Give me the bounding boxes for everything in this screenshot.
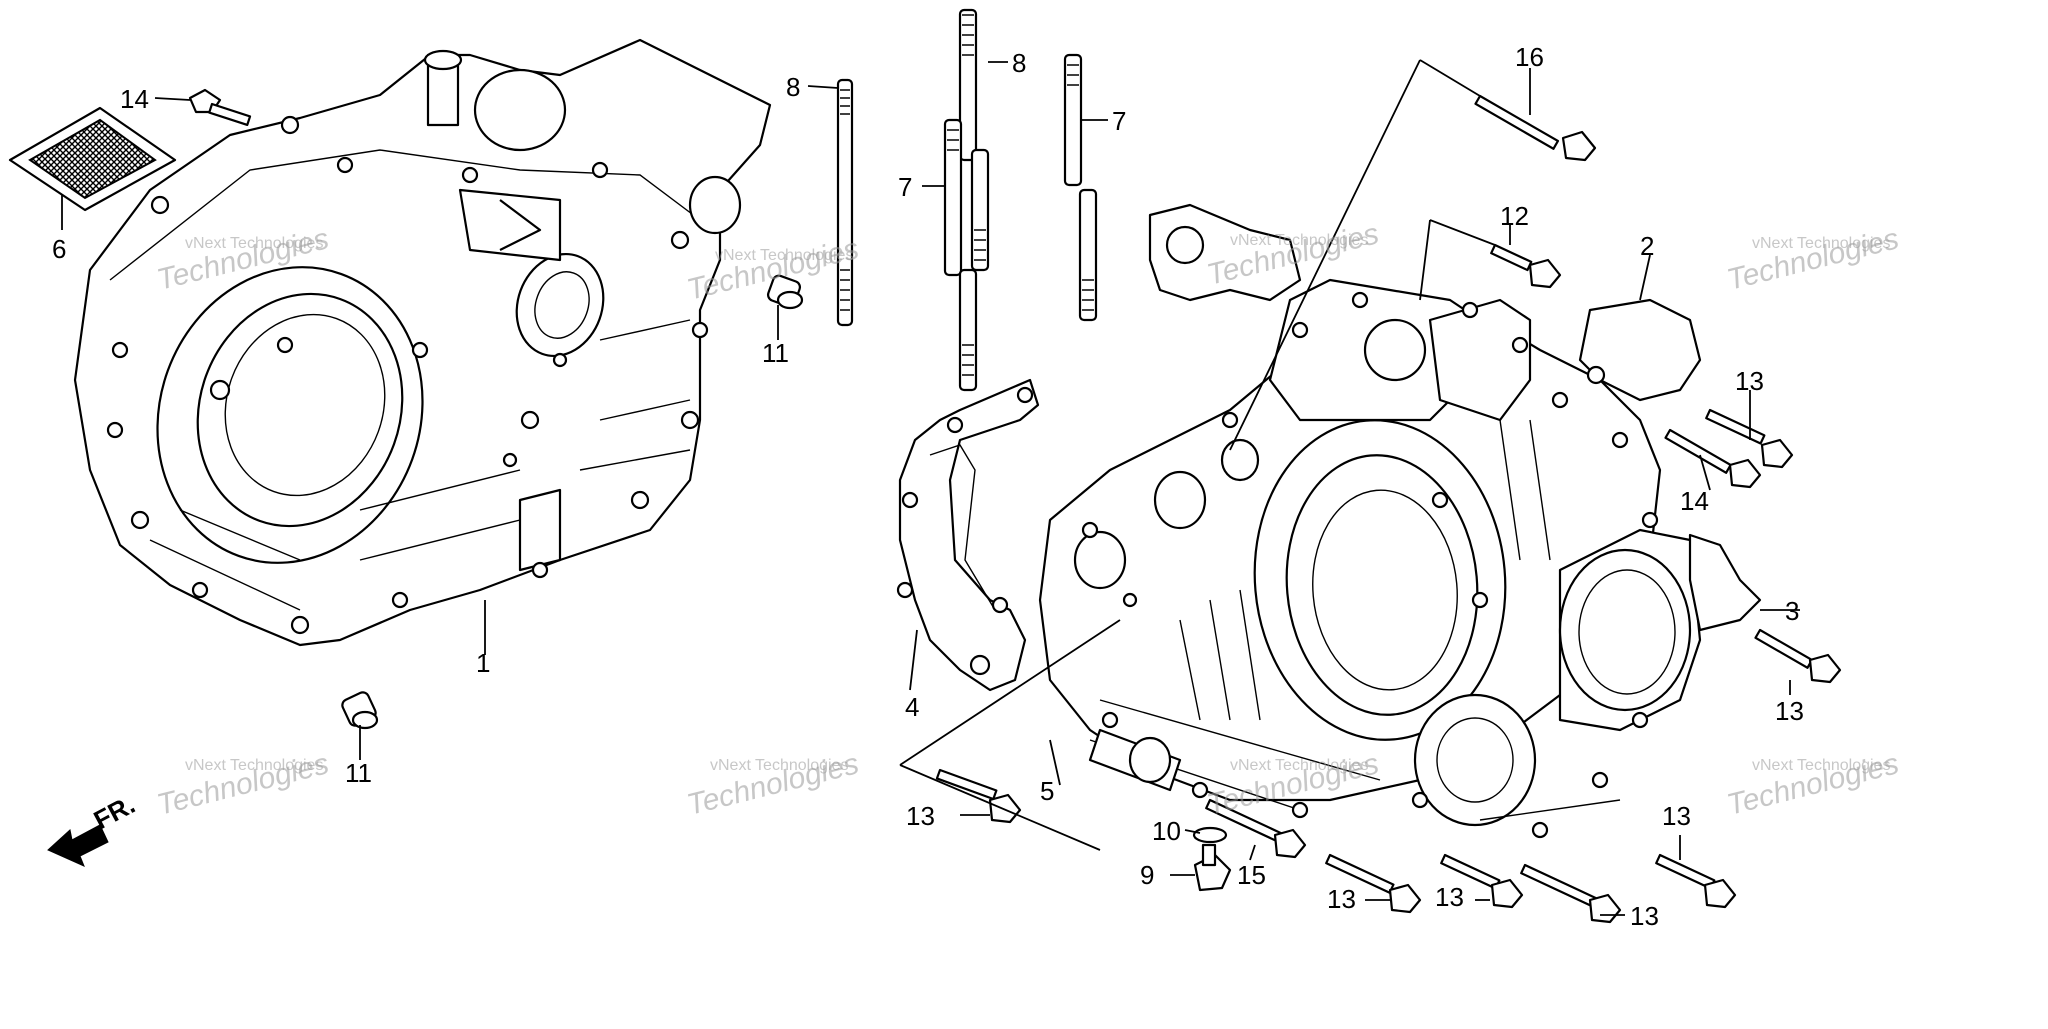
brackets bbox=[1148, 203, 1762, 632]
callout-label: 10 bbox=[1152, 816, 1181, 846]
callout-label: 1 bbox=[476, 648, 490, 678]
callout-label: 13 bbox=[1327, 884, 1356, 914]
watermark-text: vNext Technologies bbox=[1230, 757, 1368, 774]
callout-label: 7 bbox=[898, 172, 912, 202]
leader-lines bbox=[61, 59, 1800, 916]
stud-bolts bbox=[836, 8, 1098, 392]
callout-label: 12 bbox=[1500, 201, 1529, 231]
callout-label: 14 bbox=[1680, 486, 1709, 516]
callout-label: 13 bbox=[1662, 801, 1691, 831]
callout-label: 5 bbox=[1040, 776, 1054, 806]
callout-numbers: 14 6 1 11 11 8 8 7 7 4 5 13 16 12 2 13 1… bbox=[52, 42, 1804, 931]
callout-label: 9 bbox=[1140, 860, 1154, 890]
callout-label: 4 bbox=[905, 692, 919, 722]
callout-label: 7 bbox=[1112, 106, 1126, 136]
callout-label: 16 bbox=[1515, 42, 1544, 72]
right-crankcase bbox=[1038, 278, 1702, 839]
watermark-text: vNext Technologies bbox=[715, 247, 853, 264]
callout-label: 15 bbox=[1237, 860, 1266, 890]
callout-label: 11 bbox=[345, 758, 372, 788]
front-direction-arrow: FR. bbox=[47, 789, 140, 867]
crankcase-gasket bbox=[896, 378, 1040, 692]
dowel-pins bbox=[341, 274, 804, 730]
left-crankcase bbox=[73, 38, 772, 647]
bolts bbox=[935, 94, 1842, 924]
watermark-text: vNext Technologies bbox=[1752, 757, 1890, 774]
callout-label: 13 bbox=[1630, 901, 1659, 931]
screen-filter bbox=[8, 106, 177, 212]
callout-label: 8 bbox=[786, 72, 800, 102]
callout-label: 14 bbox=[120, 84, 149, 114]
callout-label: 13 bbox=[1775, 696, 1804, 726]
watermark-text: vNext Technologies bbox=[710, 757, 848, 774]
callout-label: 6 bbox=[52, 234, 66, 264]
callout-label: 13 bbox=[906, 801, 935, 831]
callout-label: 2 bbox=[1640, 231, 1654, 261]
watermark-text: vNext Technologies bbox=[185, 757, 323, 774]
bolt-14-left bbox=[188, 88, 252, 127]
callout-label: 11 bbox=[762, 338, 789, 368]
watermark-text: vNext Technologies bbox=[1230, 232, 1368, 249]
callout-label: 8 bbox=[1012, 48, 1026, 78]
watermark-text: vNext Technologies bbox=[1752, 235, 1890, 252]
callout-label: 3 bbox=[1785, 596, 1799, 626]
watermark-text: Technologies bbox=[1724, 222, 1902, 297]
watermark-text: vNext Technologies bbox=[185, 235, 323, 252]
callout-label: 13 bbox=[1435, 882, 1464, 912]
callout-label: 13 bbox=[1735, 366, 1764, 396]
